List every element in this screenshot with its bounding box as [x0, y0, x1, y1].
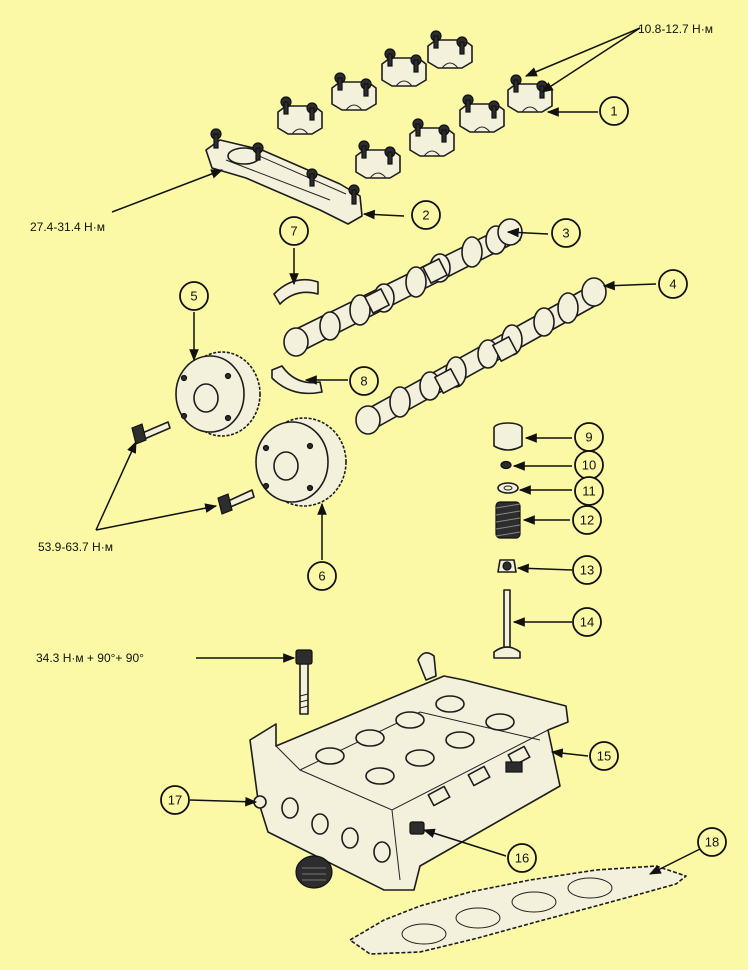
sprocket-bolt-upper [131, 421, 171, 445]
valve-spring [495, 501, 521, 539]
bearing-cap [277, 96, 323, 135]
callout-2: 2 [411, 200, 441, 230]
cylinder-head-bolt [295, 649, 313, 715]
callout-18: 18 [697, 827, 727, 857]
exhaust-camshaft [355, 277, 607, 435]
spring-retainer [497, 482, 519, 494]
svg-text:12: 12 [580, 513, 594, 528]
torque-front-cap-bolts: 27.4-31.4 Н·м [30, 220, 105, 234]
cylinder-head-gasket [349, 865, 687, 955]
bearing-cap [459, 94, 505, 133]
callout-1: 1 [599, 96, 629, 126]
callout-11: 11 [574, 476, 604, 506]
bearing-cap [381, 48, 427, 87]
bearing-cap [507, 74, 553, 113]
valve-keeper [500, 460, 512, 470]
valve [493, 589, 521, 659]
callout-17: 17 [160, 785, 190, 815]
front-bearing-cap [205, 128, 363, 225]
svg-text:13: 13 [580, 563, 594, 578]
svg-text:15: 15 [597, 749, 611, 764]
valve-stem-seal [497, 559, 517, 573]
svg-text:3: 3 [562, 226, 569, 241]
leader-lines [95, 27, 703, 875]
bearing-cap [355, 140, 401, 179]
svg-text:11: 11 [582, 484, 596, 499]
bearing-cap [409, 118, 455, 157]
cylinder-head [249, 652, 569, 891]
bearing-cap [331, 72, 377, 111]
svg-text:8: 8 [360, 374, 367, 389]
callout-12: 12 [572, 505, 602, 535]
bearing-shell-lower [271, 365, 323, 395]
callout-7: 7 [279, 216, 309, 246]
bearing-caps [277, 30, 553, 179]
svg-text:18: 18 [705, 835, 719, 850]
callout-9: 9 [574, 422, 604, 452]
callout-16: 16 [507, 843, 537, 873]
svg-text:7: 7 [290, 224, 297, 239]
exhaust-cvvt-sprocket [255, 417, 347, 507]
callout-3: 3 [551, 218, 581, 248]
callout-13: 13 [572, 555, 602, 585]
oil-control-plug [409, 821, 425, 835]
svg-text:9: 9 [585, 430, 592, 445]
torque-sprocket-bolts: 53.9-63.7 Н·м [38, 540, 113, 554]
svg-text:5: 5 [190, 289, 197, 304]
callout-10: 10 [574, 450, 604, 480]
svg-text:6: 6 [318, 569, 325, 584]
callout-6: 6 [307, 561, 337, 591]
callout-5: 5 [179, 281, 209, 311]
sprocket-bolt-lower [217, 489, 255, 515]
camshaft-position-sensor [295, 855, 333, 889]
valve-tappet [493, 422, 523, 451]
svg-text:2: 2 [422, 208, 429, 223]
callout-14: 14 [572, 607, 602, 637]
bearing-cap [427, 30, 473, 69]
bearing-shell-upper [273, 278, 319, 305]
callout-15: 15 [589, 741, 619, 771]
svg-text:10: 10 [582, 458, 596, 473]
svg-text:14: 14 [580, 615, 594, 630]
callout-8: 8 [349, 366, 379, 396]
torque-bearing-cap-bolts: 10.8-12.7 Н·м [638, 22, 713, 36]
svg-text:4: 4 [669, 277, 676, 292]
torque-head-bolts: 34.3 Н·м + 90°+ 90° [36, 651, 144, 665]
svg-text:1: 1 [610, 104, 617, 119]
intake-camshaft [283, 218, 523, 357]
callout-4: 4 [658, 269, 688, 299]
intake-cvvt-sprocket [175, 351, 261, 437]
svg-text:16: 16 [515, 851, 529, 866]
svg-text:17: 17 [168, 793, 182, 808]
